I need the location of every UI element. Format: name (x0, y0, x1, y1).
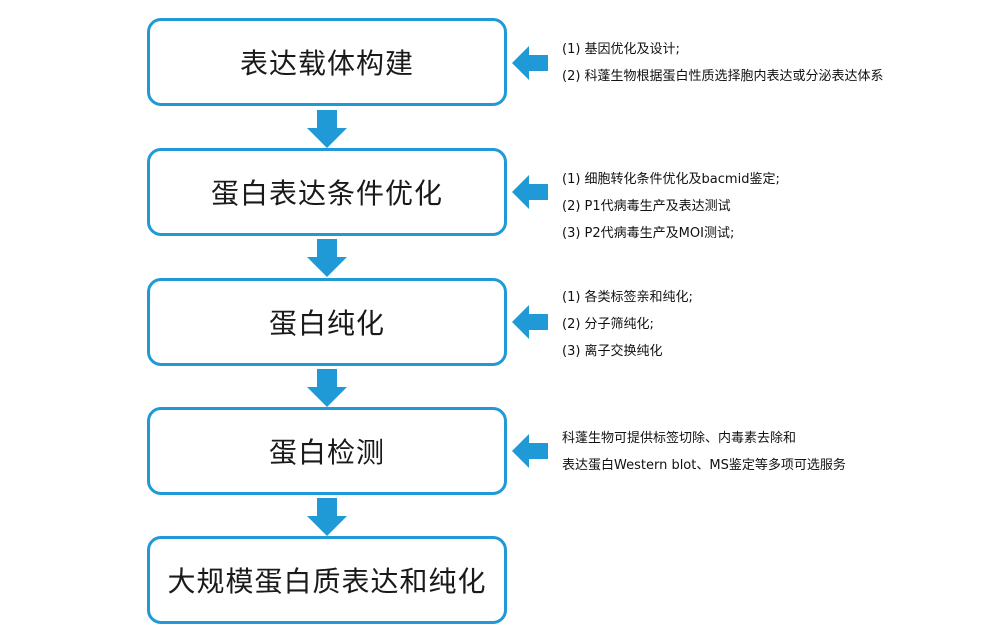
down-arrow-icon (307, 498, 347, 536)
step-label: 蛋白检测 (268, 436, 385, 469)
note-line: (3) P2代病毒生产及MOI测试; (562, 226, 735, 241)
down-arrow-icon (307, 369, 347, 407)
note-vector-construction: (1) 基因优化及设计; (2) 科蓬生物根据蛋白性质选择胞内表达或分泌表达体系 (562, 36, 884, 90)
note-protein-purification: (1) 各类标签亲和纯化; (2) 分子筛纯化; (3) 离子交换纯化 (562, 284, 693, 365)
note-line: 科蓬生物可提供标签切除、内毒素去除和 (562, 431, 797, 446)
down-arrow-icon (307, 110, 347, 148)
note-line: (1) 各类标签亲和纯化; (562, 290, 693, 305)
left-arrow-icon (512, 434, 548, 468)
left-arrow-icon (512, 305, 548, 339)
note-expression-optimization: (1) 细胞转化条件优化及bacmid鉴定; (2) P1代病毒生产及表达测试 … (562, 166, 780, 247)
step-label: 蛋白纯化 (268, 307, 385, 340)
note-line: (1) 基因优化及设计; (562, 42, 680, 57)
step-box-protein-purification: 蛋白纯化 (147, 278, 507, 366)
note-line: (1) 细胞转化条件优化及bacmid鉴定; (562, 172, 780, 187)
step-box-vector-construction: 表达载体构建 (147, 18, 507, 106)
down-arrow-icon (307, 239, 347, 277)
step-label: 大规模蛋白质表达和纯化 (167, 565, 487, 598)
note-line: (2) P1代病毒生产及表达测试 (562, 199, 731, 214)
step-box-large-scale: 大规模蛋白质表达和纯化 (147, 536, 507, 624)
left-arrow-icon (512, 175, 548, 209)
step-box-expression-optimization: 蛋白表达条件优化 (147, 148, 507, 236)
note-protein-detection: 科蓬生物可提供标签切除、内毒素去除和 表达蛋白Western blot、MS鉴定… (562, 425, 846, 479)
note-line: 表达蛋白Western blot、MS鉴定等多项可选服务 (562, 458, 846, 473)
step-label: 表达载体构建 (239, 47, 414, 80)
note-line: (2) 分子筛纯化; (562, 317, 654, 332)
step-label: 蛋白表达条件优化 (210, 177, 443, 210)
step-box-protein-detection: 蛋白检测 (147, 407, 507, 495)
left-arrow-icon (512, 46, 548, 80)
note-line: (3) 离子交换纯化 (562, 344, 663, 359)
note-line: (2) 科蓬生物根据蛋白性质选择胞内表达或分泌表达体系 (562, 69, 884, 84)
